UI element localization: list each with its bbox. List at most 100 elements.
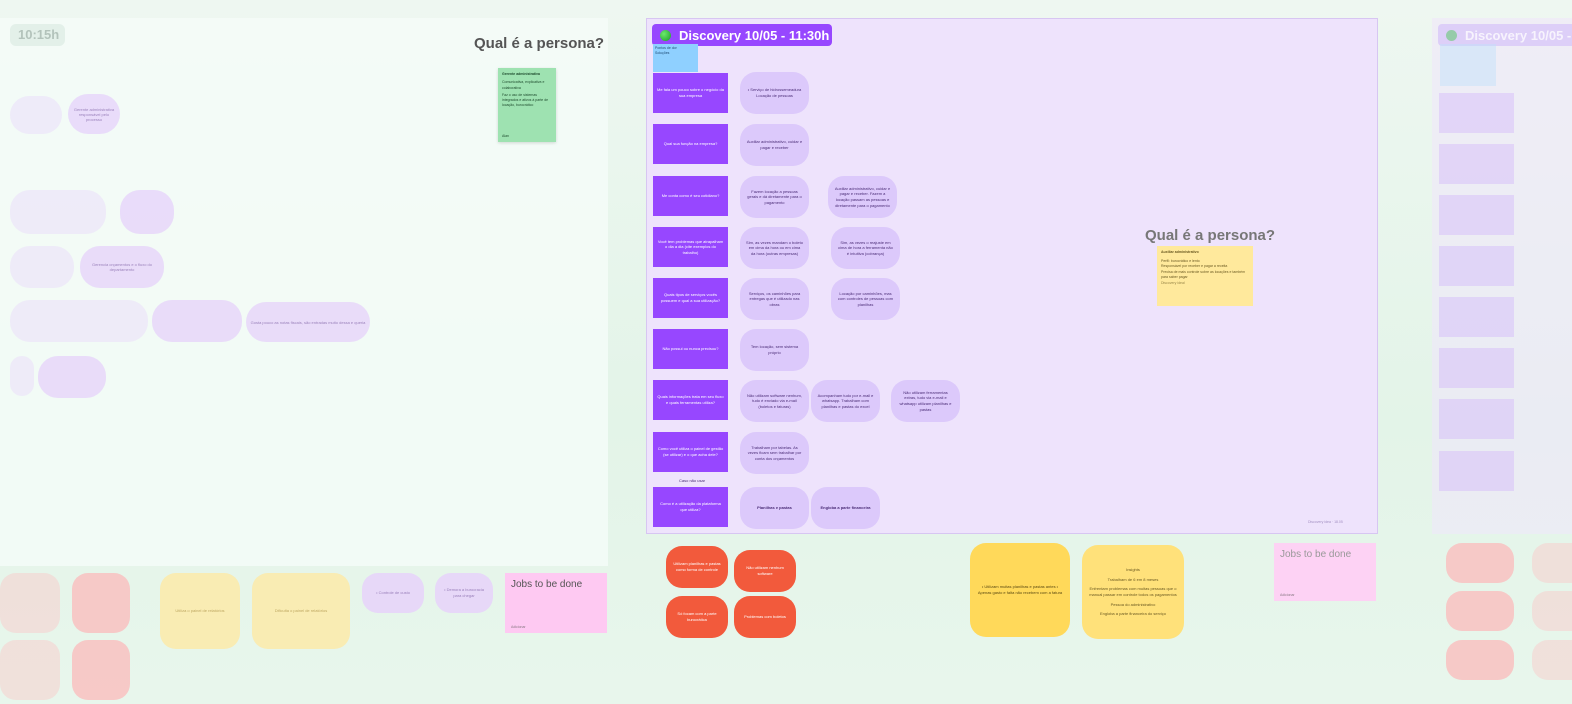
answer-pill[interactable]: Não utilizam ferramentas extras, tudo vi…: [891, 380, 960, 422]
blue-sticky-note[interactable]: Pontos de dor Soluções: [653, 44, 698, 72]
green-note-footer: Alan: [502, 133, 510, 138]
yellow-note-title: Auxiliar administrativo: [1161, 250, 1199, 254]
lilac-sticky[interactable]: • Controle de custo: [362, 573, 424, 613]
green-sticky-note[interactable]: Gerente administrativa Comunicativa, exp…: [498, 68, 556, 142]
board-title: Discovery 10/05 - 11:30h: [679, 27, 830, 43]
right-board-title: Discovery 10/05 - 11:30h: [1465, 27, 1572, 43]
yellow-sticky[interactable]: Dificulta o painel de relatórios: [252, 573, 350, 649]
red-sticky[interactable]: Problemas com boletos: [734, 596, 796, 638]
right-board-title-chip[interactable]: Discovery 10/05 - 11:30h: [1438, 24, 1572, 46]
yellow-note-line: Precisa de mais controle sobre as locaçõ…: [1161, 269, 1246, 280]
ghost-pill[interactable]: [10, 246, 74, 288]
question-card[interactable]: [1439, 246, 1514, 286]
question-card[interactable]: [1439, 348, 1514, 388]
ghost-pill[interactable]: [120, 190, 174, 234]
insights-sticky[interactable]: Insights Trabalham de 6 em 8 meses Enfre…: [1082, 545, 1184, 639]
insights-line: Enfrentam problemas com muitas pessoas q…: [1089, 586, 1177, 597]
question-card[interactable]: [1439, 297, 1514, 337]
question-card[interactable]: Qual sua função na empresa?: [653, 124, 728, 164]
question-card[interactable]: Me fala um pouco sobre o negócio da sua …: [653, 73, 728, 113]
pink-sticky[interactable]: [72, 573, 130, 633]
ghost-pill[interactable]: Gosta pouco as notas fiscais, são entrad…: [246, 302, 370, 342]
insights-line: Pessoa do administrativo: [1110, 601, 1156, 607]
answer-pill[interactable]: Sim, as vezes o reajuste em cima de hora…: [831, 227, 900, 269]
jobs-to-be-done-card[interactable]: Jobs to be done Adicionar: [1274, 543, 1376, 601]
ghost-pill[interactable]: [10, 300, 148, 342]
red-sticky[interactable]: Utilizam planilhas e pastas como forma d…: [666, 546, 728, 588]
question-card[interactable]: Quais informações trata em seu fluxo e q…: [653, 380, 728, 420]
question-card[interactable]: [1439, 399, 1514, 439]
jobs-to-be-done-card[interactable]: Jobs to be done Adicionar: [505, 573, 607, 633]
question-card[interactable]: [1439, 144, 1514, 184]
board-title-chip[interactable]: Discovery 10/05 - 11:30h: [652, 24, 832, 46]
question-card[interactable]: Como você utiliza o painel de gestão (se…: [653, 432, 728, 472]
pink-sticky[interactable]: [1446, 640, 1514, 680]
ghost-pill[interactable]: [38, 356, 106, 398]
extra-label: Caso não usar: [679, 478, 706, 483]
pink-sticky[interactable]: [1532, 543, 1572, 583]
yellow-note-line: Responsável por receber e pagar a receit…: [1161, 264, 1228, 269]
yellow-sticky[interactable]: • Utilizam muitas planilhas e pastas ant…: [970, 543, 1070, 637]
question-card[interactable]: [1439, 451, 1514, 491]
question-card[interactable]: Quais tipos de serviços vocês possuem e …: [653, 278, 728, 318]
board-footer: Discovery idea · 18.05: [1308, 520, 1343, 524]
insights-line: Engloba a parte financeira do serviço: [1099, 611, 1167, 617]
insights-line: Trabalham de 6 em 8 meses: [1107, 576, 1159, 582]
answer-pill[interactable]: Fazem locação a pessoas gerais e dá dire…: [740, 176, 809, 218]
question-card[interactable]: [1439, 93, 1514, 133]
ghost-pill[interactable]: Gerencia orçamentos e o fluxo do departa…: [80, 246, 164, 288]
pink-sticky[interactable]: [0, 573, 60, 633]
answer-pill[interactable]: Auxiliar administrativo, cuidar e pagar …: [740, 124, 809, 166]
status-dot-icon: [660, 29, 671, 41]
ghost-pill[interactable]: [10, 356, 34, 396]
red-sticky[interactable]: Não utilizam nenhum software: [734, 550, 796, 592]
ghost-pill[interactable]: Gerente administrativa responsável pelo …: [68, 94, 120, 134]
pink-sticky[interactable]: [0, 640, 60, 700]
pink-sticky[interactable]: [1532, 591, 1572, 631]
yellow-sticky[interactable]: Utiliza o painel de relatórios: [160, 573, 240, 649]
answer-line: Locação de pessoas: [756, 93, 793, 98]
jobs-footer: Adicionar: [1280, 593, 1295, 597]
pink-sticky[interactable]: [72, 640, 130, 700]
answer-pill[interactable]: Engloba a parte financeira: [811, 487, 880, 529]
green-note-line: Comunicativa, explicativa e colaborativa: [502, 80, 545, 90]
ghost-pill[interactable]: [10, 190, 106, 234]
question-card[interactable]: Me conta como é seu cotidiano?: [653, 176, 728, 216]
left-persona-heading: Qual é a persona?: [474, 35, 605, 52]
answer-pill[interactable]: Locação por caminhões, mas com controles…: [831, 278, 900, 320]
board-persona-heading: Qual é a persona?: [1145, 227, 1276, 244]
answer-pill[interactable]: Sim, as vezes mandam o boleto em cima da…: [740, 227, 809, 269]
left-board-title[interactable]: 10:15h: [10, 24, 65, 46]
jobs-title: Jobs to be done: [511, 579, 583, 590]
answer-pill[interactable]: Auxiliar administrativo, cuidar e pagar …: [828, 176, 897, 218]
blue-note-line: Soluções: [655, 50, 670, 55]
question-card[interactable]: Você tem problemas que atrapalham o dia …: [653, 227, 728, 267]
ghost-pill[interactable]: [10, 96, 62, 134]
lilac-sticky[interactable]: • Demora a burocracia para chegar: [435, 573, 493, 613]
answer-pill[interactable]: Serviços, os caminhões para entregas que…: [740, 278, 809, 320]
yellow-sticky-note[interactable]: Auxiliar administrativo Perfil: burocrát…: [1157, 246, 1253, 306]
answer-line: • Serviço de hidrossemeadura: [747, 87, 802, 93]
status-dot-icon: [1446, 29, 1457, 41]
answer-pill[interactable]: Tem locação, sem sistema próprio: [740, 329, 809, 371]
pink-sticky[interactable]: [1532, 640, 1572, 680]
answer-pill[interactable]: Acompanham tudo por e-mail e whatsapp. T…: [811, 380, 880, 422]
question-card[interactable]: [1439, 195, 1514, 235]
question-card[interactable]: Como é a utilização da plataforma que ut…: [653, 487, 728, 527]
ghost-pill[interactable]: [152, 300, 242, 342]
right-board: [1432, 18, 1572, 534]
pink-sticky[interactable]: [1446, 591, 1514, 631]
jobs-title: Jobs to be done: [1280, 549, 1352, 560]
blue-note-line: Pontos de dor: [655, 46, 677, 50]
answer-pill[interactable]: Não utilizam software nenhum, tudo é env…: [740, 380, 809, 422]
jobs-footer: Adicionar: [511, 625, 526, 629]
red-sticky[interactable]: Só focam com a parte burocrática: [666, 596, 728, 638]
question-card[interactable]: Não possui ou nunca precisou?: [653, 329, 728, 369]
answer-pill[interactable]: Trabalham por tabelas. As vezes ficam se…: [740, 432, 809, 474]
answer-pill[interactable]: Planilhas e pastas: [740, 487, 809, 529]
yellow-note-line: Perfil: burocrático e lento: [1161, 258, 1200, 263]
yellow-note-footer: Discovery ideal: [1161, 280, 1185, 285]
blue-sticky-note[interactable]: [1440, 44, 1496, 86]
pink-sticky[interactable]: [1446, 543, 1514, 583]
